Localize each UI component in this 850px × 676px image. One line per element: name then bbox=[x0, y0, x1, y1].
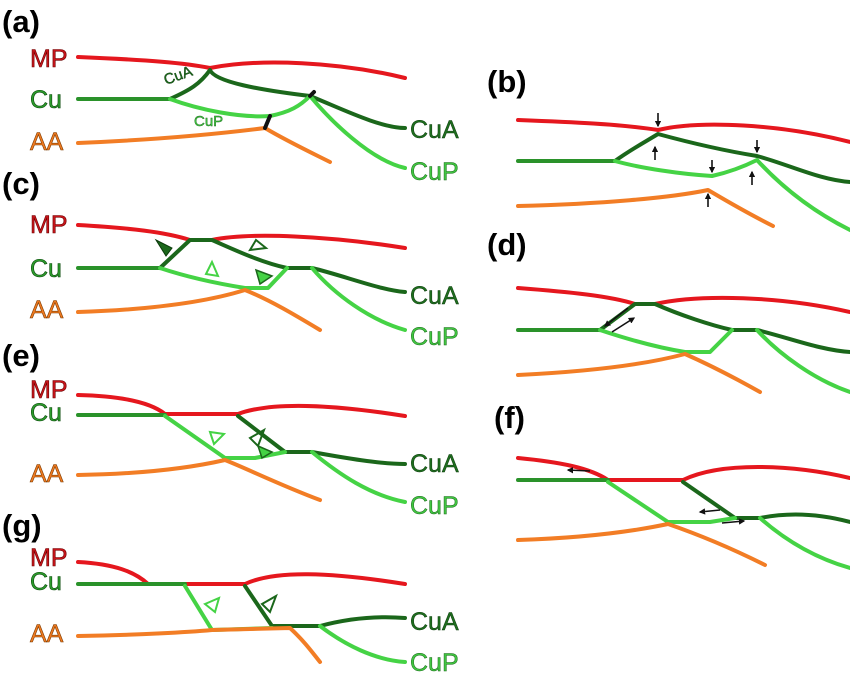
inline-label-cup: CuP bbox=[194, 113, 223, 130]
arrow-outline-icon bbox=[204, 259, 220, 278]
label-cua: CuA bbox=[410, 116, 459, 144]
panel-label-d: (d) bbox=[487, 227, 527, 262]
vein-cua bbox=[681, 480, 850, 524]
arrow-icon bbox=[154, 238, 173, 257]
vein-cup bbox=[163, 414, 407, 504]
arrow-icon bbox=[698, 508, 721, 515]
label-cu: Cu bbox=[30, 399, 62, 427]
vein-cua bbox=[158, 238, 407, 294]
vein-cua bbox=[168, 68, 407, 130]
vein-mp bbox=[76, 393, 407, 418]
label-cua: CuA bbox=[410, 282, 459, 310]
vein-cua bbox=[243, 584, 407, 628]
panel-label-a: (a) bbox=[2, 4, 40, 39]
arrow-outline-icon bbox=[248, 238, 269, 252]
label-mp: MP bbox=[30, 211, 68, 239]
panel-label-f: (f) bbox=[494, 400, 525, 435]
panel-label-b: (b) bbox=[487, 64, 527, 99]
vein-cup bbox=[598, 328, 850, 394]
panel-f: (f) bbox=[494, 400, 850, 570]
label-cu: Cu bbox=[30, 255, 62, 283]
vein-fusion-cup-aa bbox=[263, 114, 272, 130]
label-cup: CuP bbox=[410, 649, 459, 676]
arrow-outline-icon bbox=[248, 427, 266, 448]
panel-d: (d) bbox=[487, 227, 850, 394]
label-cup: CuP bbox=[410, 492, 459, 520]
label-aa: AA bbox=[30, 460, 64, 488]
label-cu: Cu bbox=[30, 86, 62, 114]
arrow-outline-icon bbox=[208, 430, 227, 446]
vein-cup bbox=[158, 266, 407, 332]
label-cu: Cu bbox=[30, 568, 62, 596]
vein-cup bbox=[606, 480, 850, 570]
arrow-icon bbox=[721, 518, 746, 525]
arrow-icon bbox=[256, 444, 274, 460]
vein-mp bbox=[516, 286, 850, 314]
label-mp: MP bbox=[30, 45, 68, 73]
vein-aa bbox=[516, 522, 767, 567]
panel-label-c: (c) bbox=[2, 166, 40, 201]
arrow-outline-icon bbox=[260, 593, 278, 614]
arrow-outline-icon bbox=[203, 596, 221, 614]
vein-cup bbox=[613, 158, 850, 232]
vein-cua bbox=[613, 132, 850, 184]
vein-mp bbox=[76, 560, 407, 586]
vein-mp bbox=[76, 55, 407, 80]
vein-aa bbox=[76, 288, 322, 332]
vein-cua bbox=[598, 302, 850, 354]
arrow-icon bbox=[254, 268, 274, 286]
vein-aa bbox=[76, 458, 322, 502]
panel-e: (e) MP Cu AA CuA CuP bbox=[2, 338, 459, 520]
panel-b: (b) bbox=[487, 64, 850, 232]
vein-aa bbox=[516, 352, 762, 394]
vein-fusion-node bbox=[308, 90, 316, 98]
label-aa: AA bbox=[30, 296, 64, 324]
label-aa: AA bbox=[30, 620, 64, 648]
label-mp: MP bbox=[30, 376, 68, 404]
vein-mp bbox=[76, 223, 407, 250]
label-cup: CuP bbox=[410, 323, 459, 351]
vein-mp bbox=[516, 118, 850, 144]
arrow-icon bbox=[566, 467, 591, 474]
label-cua: CuA bbox=[410, 450, 459, 478]
label-aa: AA bbox=[30, 128, 64, 156]
vein-cup bbox=[168, 94, 407, 170]
vein-aa bbox=[76, 626, 322, 664]
vein-aa bbox=[516, 188, 775, 228]
arrow-icon bbox=[611, 317, 636, 333]
panel-a: (a) MP Cu AA CuA CuP CuA CuP bbox=[2, 4, 459, 186]
label-cup: CuP bbox=[410, 158, 459, 186]
panel-label-e: (e) bbox=[2, 338, 40, 373]
vein-mp bbox=[516, 456, 850, 482]
label-mp: MP bbox=[30, 544, 68, 572]
panel-label-g: (g) bbox=[2, 508, 42, 543]
panel-g: (g) MP Cu AA CuA CuP bbox=[2, 508, 459, 676]
vein-aa bbox=[76, 126, 332, 164]
panel-c: (c) MP Cu AA CuA CuP bbox=[2, 166, 459, 351]
label-cua: CuA bbox=[410, 608, 459, 636]
arrow-icon bbox=[603, 307, 629, 327]
